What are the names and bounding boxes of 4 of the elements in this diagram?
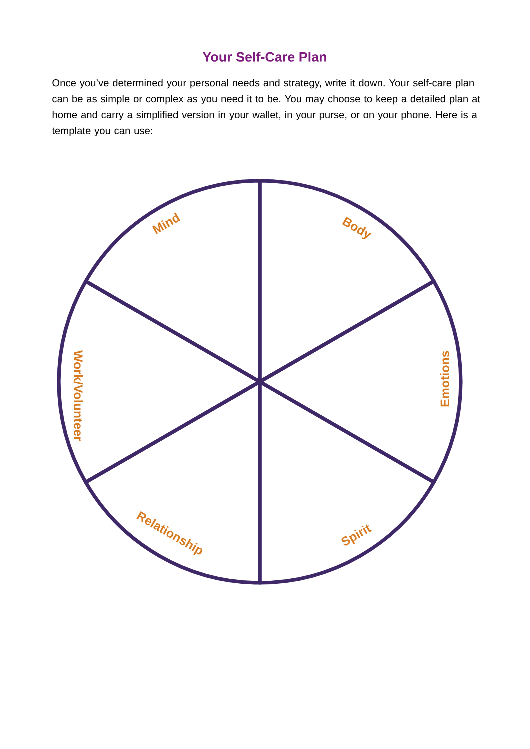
title: Your Self-Care Plan bbox=[202, 52, 326, 62]
intro-paragraph: Once you’ve determined your personal needs and strategy, write it down. Your self-care plan can be as simple or complex as you need it to be. You may choose to keep a detailed plan at home and carry a simplified version in your wallet, in your purse, or on your phone. Here is a template you can use: bbox=[52, 79, 480, 136]
sector: Emotions bbox=[258, 280, 463, 484]
sector: Work/Volunteer bbox=[57, 280, 262, 484]
